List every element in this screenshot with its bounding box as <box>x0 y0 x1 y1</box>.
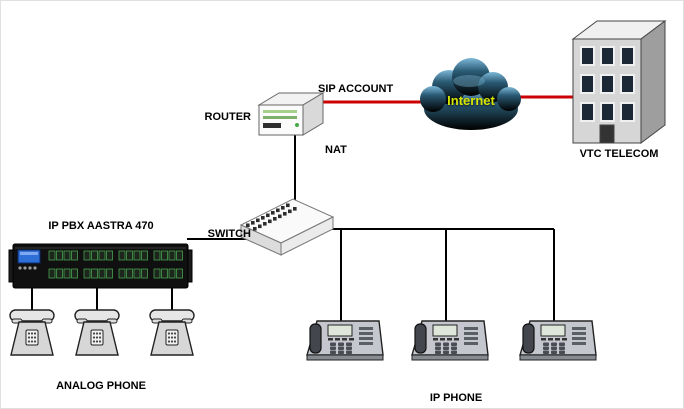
analog-phone-icon-3 <box>149 309 195 356</box>
ip-phone-icon-3 <box>519 320 597 361</box>
analog-phone-label: ANALOG PHONE <box>56 380 146 392</box>
sip-account-label: SIP ACCOUNT <box>318 83 394 95</box>
ip-pbx-icon <box>8 243 193 289</box>
internet-label: Internet <box>447 93 495 108</box>
internet-cloud-icon <box>420 58 521 130</box>
telecom-building-icon <box>571 20 667 144</box>
switch-icon <box>239 198 335 256</box>
ip-phone-icon-1 <box>306 320 384 361</box>
vtc-telecom-label: VTC TELECOM <box>579 148 659 160</box>
ip-pbx-label: IP PBX AASTRA 470 <box>48 220 154 232</box>
switch-label: SWITCH <box>207 228 251 240</box>
ip-phone-icon-2 <box>411 320 489 361</box>
switch-ports <box>246 203 297 231</box>
pbx-ports <box>48 250 183 279</box>
router-label: ROUTER <box>204 111 251 123</box>
analog-phone-icon-1 <box>9 309 55 356</box>
router-icon <box>257 92 325 136</box>
nat-label: NAT <box>325 144 347 156</box>
analog-phone-icon-2 <box>74 309 120 356</box>
ip-phone-label: IP PHONE <box>429 392 483 404</box>
